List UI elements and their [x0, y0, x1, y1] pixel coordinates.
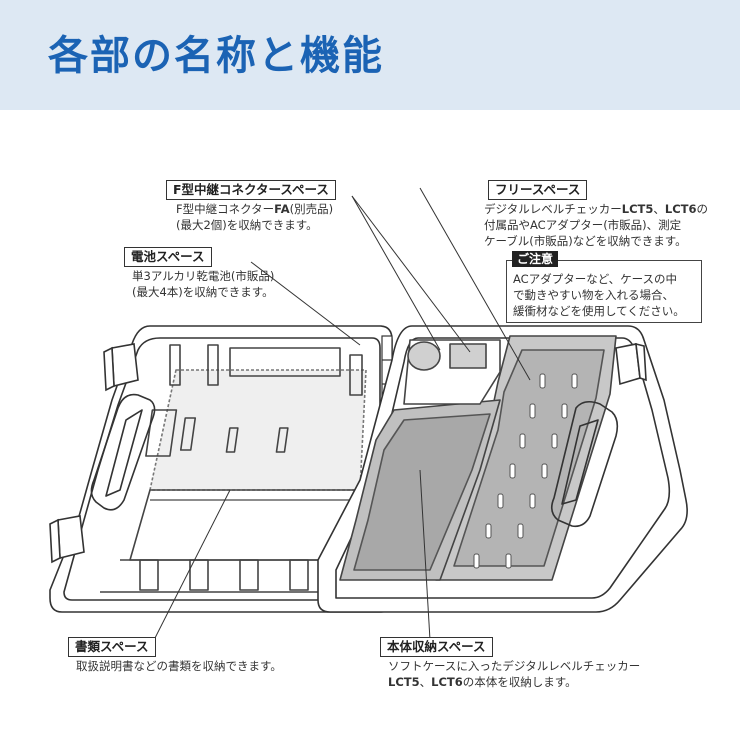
desc-text: (別売品) [289, 202, 334, 216]
desc-text: 、 [653, 202, 665, 216]
desc-text: F型中継コネクター [176, 202, 275, 216]
left-latches [49, 343, 139, 564]
right-latch [615, 342, 647, 386]
free-space-desc: デジタルレベルチェッカーLCT5、LCT6の 付属品やACアダプター(市販品)、… [484, 201, 708, 249]
caution-line: 緩衝材などを使用してください。 [513, 304, 685, 318]
battery-space-desc: 単3アルカリ乾電池(市販品) (最大4本)を収納できます。 [132, 268, 274, 300]
leader-lines [153, 187, 531, 641]
desc-model: FA [274, 202, 290, 216]
page-title: 各部の名称と機能 [48, 33, 384, 79]
body-storage-space-label: 本体収納スペース [380, 637, 493, 657]
header-band [0, 0, 740, 110]
desc-model: LCT6 [664, 202, 697, 216]
desc-text: 単3アルカリ乾電池(市販品) [132, 269, 275, 283]
desc-text: 、 [419, 675, 432, 689]
battery-space-label: 電池スペース [124, 247, 212, 267]
desc-text: ソフトケースに入ったデジタルレベルチェッカー [388, 659, 641, 673]
desc-text: (最大4本)を収納できます。 [132, 285, 274, 299]
desc-model: LCT5 [621, 202, 654, 216]
desc-text: ケーブル(市販品)などを収納できます。 [484, 234, 687, 248]
body-storage-space-desc: ソフトケースに入ったデジタルレベルチェッカー LCT5、LCT6の本体を収納しま… [388, 658, 640, 690]
desc-text: 付属品やACアダプター(市販品)、測定 [484, 218, 682, 232]
caution-line: ACアダプターなど、ケースの中 [513, 272, 678, 286]
desc-text: デジタルレベルチェッカー [484, 202, 622, 216]
document-space-label: 書類スペース [68, 637, 156, 657]
caution-label: ご注意 [512, 251, 559, 267]
foam-slots [473, 373, 578, 569]
desc-model: LCT5 [388, 675, 420, 689]
caution-line: で動きやすい物を入れる場合、 [513, 288, 674, 302]
free-space-label: フリースペース [488, 180, 588, 200]
f-connector-space-desc: F型中継コネクターFA(別売品) (最大2個)を収納できます。 [176, 201, 333, 233]
right-base [317, 325, 688, 613]
caution-box: ACアダプターなど、ケースの中 で動きやすい物を入れる場合、 緩衝材などを使用し… [506, 260, 702, 323]
desc-model: LCT6 [431, 675, 463, 689]
left-lid [49, 325, 393, 613]
desc-text: 取扱説明書などの書類を収納できます。 [76, 659, 282, 673]
document-space-desc: 取扱説明書などの書類を収納できます。 [76, 658, 282, 674]
desc-text: の [696, 202, 709, 216]
f-connector-space-label: F型中継コネクタースペース [166, 180, 336, 200]
desc-text: の本体を収納します。 [462, 675, 577, 689]
desc-text: (最大2個)を収納できます。 [176, 218, 318, 232]
